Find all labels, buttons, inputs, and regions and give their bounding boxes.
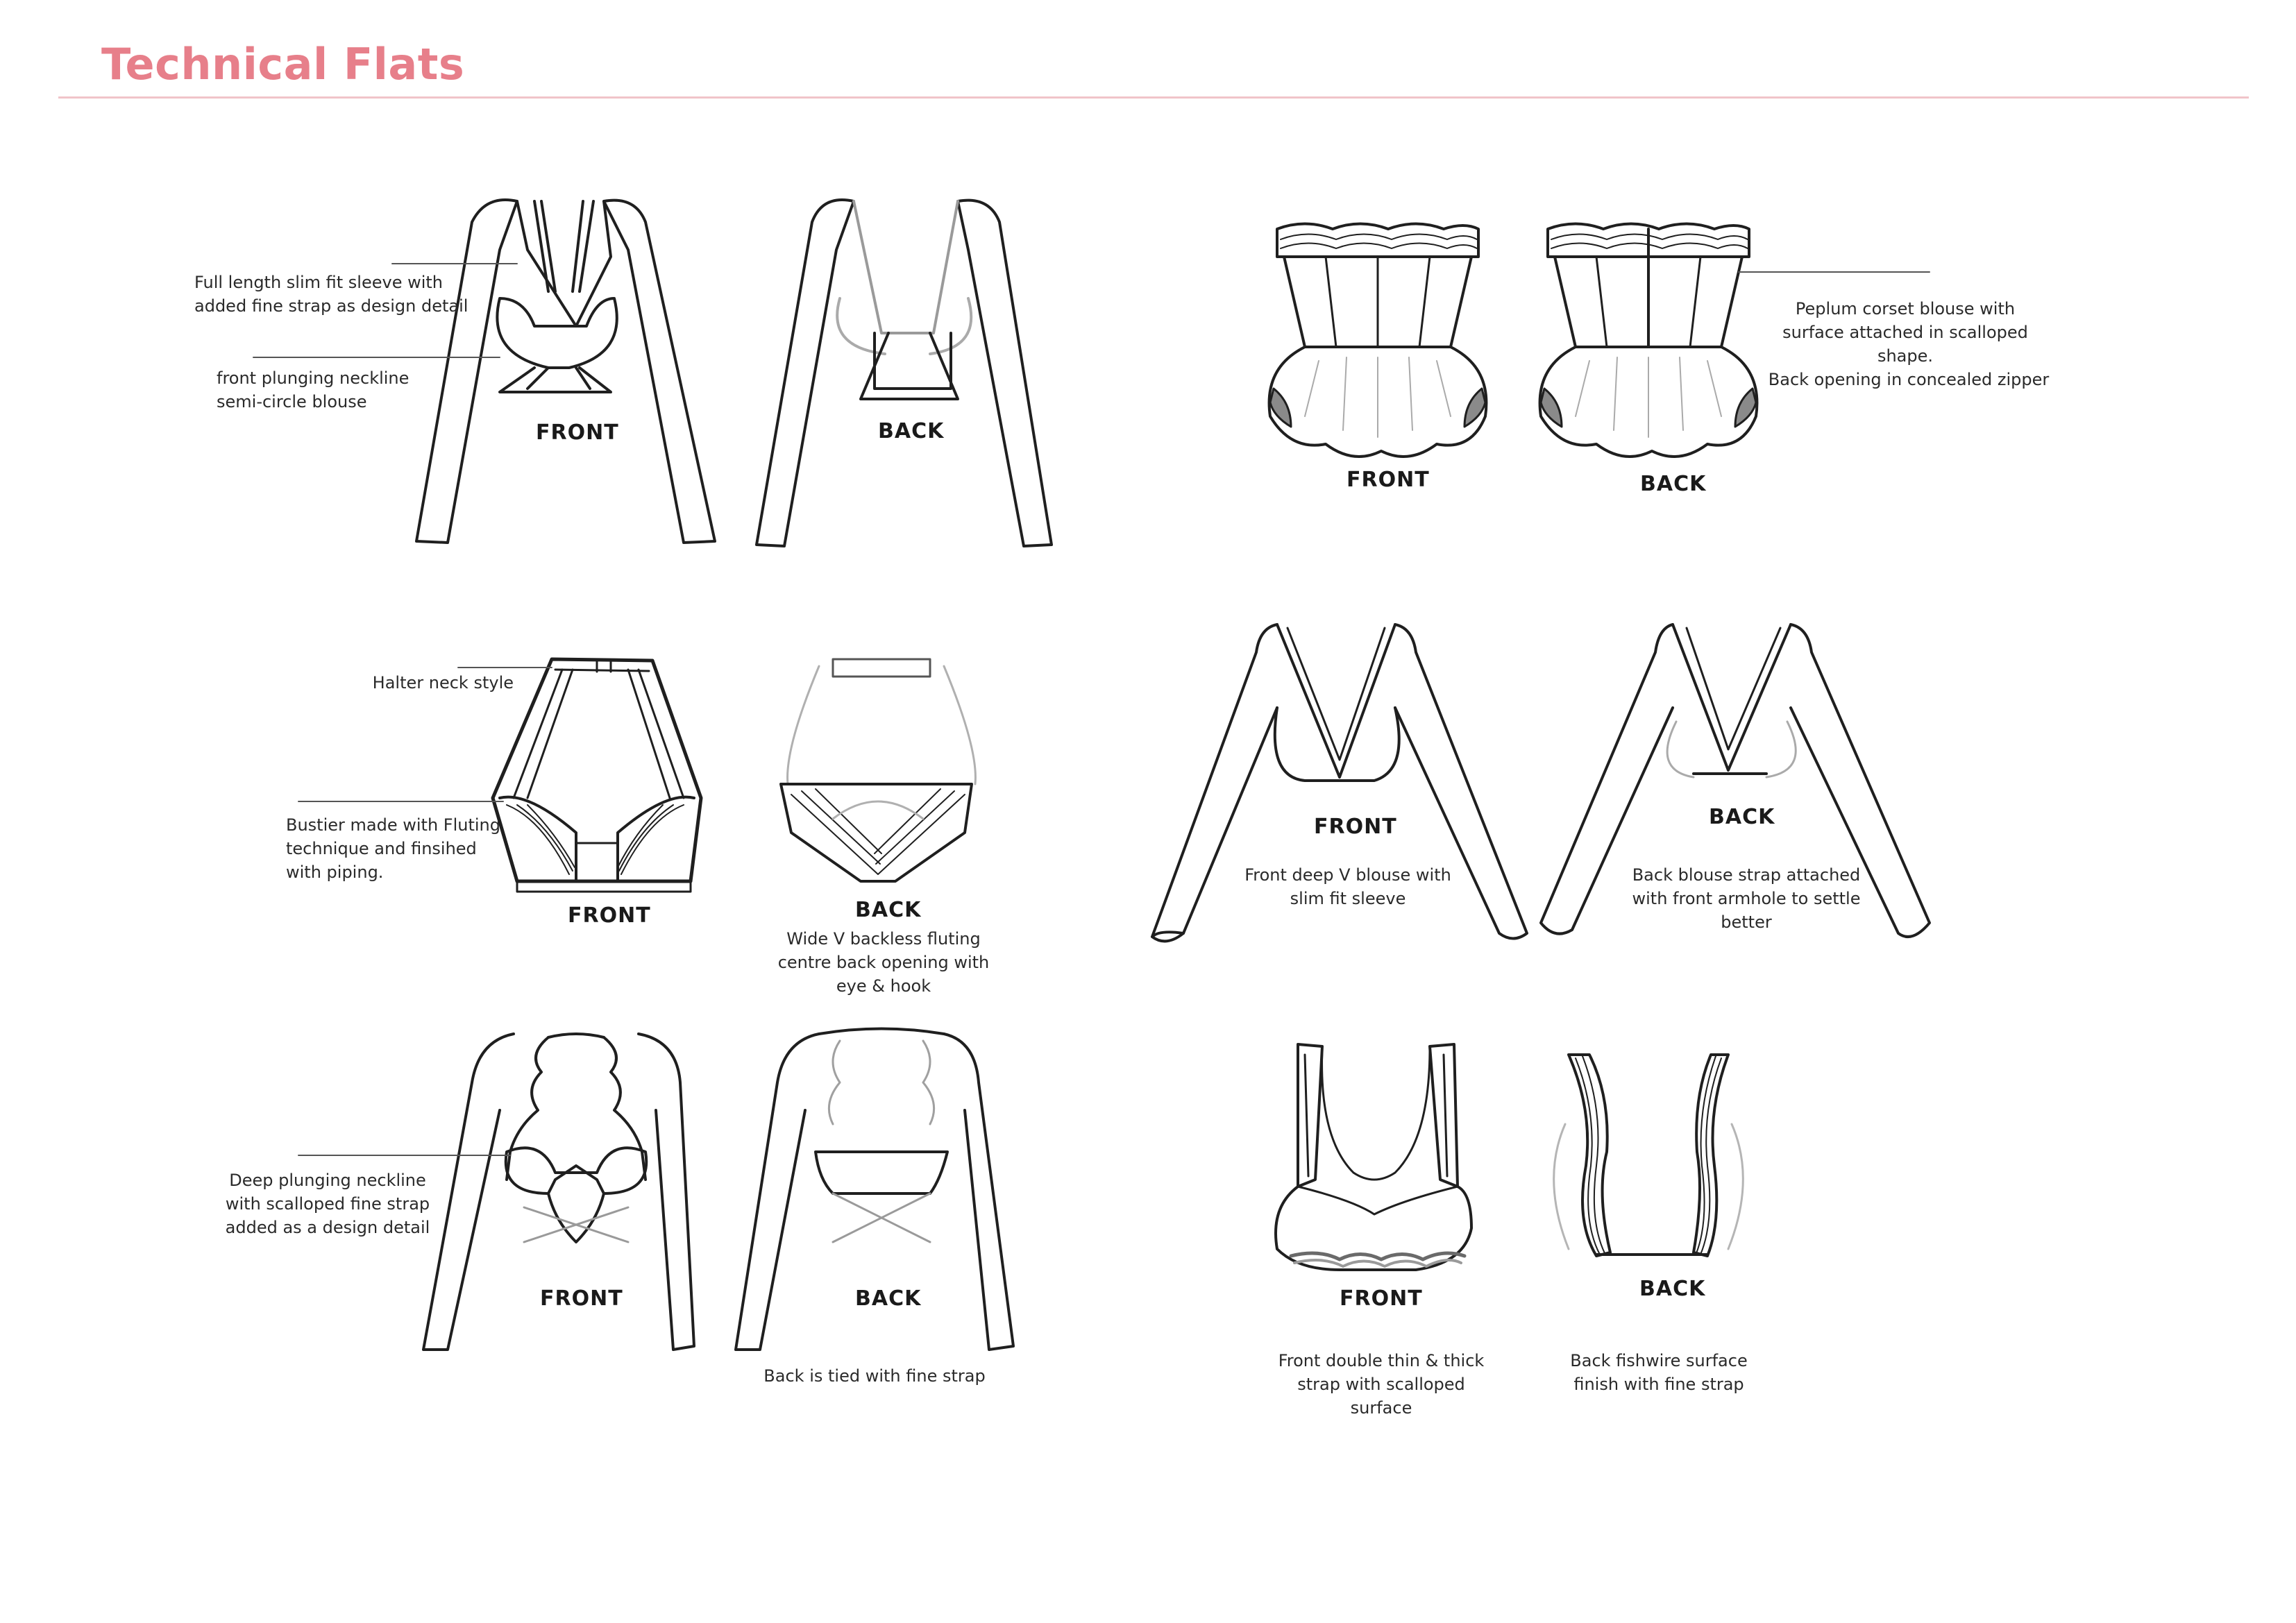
g4-note-back: Back opening in concealed zipper xyxy=(1768,370,2050,389)
sketch-g6-back xyxy=(1553,1053,1744,1257)
g3-note-back: Back is tied with fine strap xyxy=(763,1366,986,1386)
callout-lines xyxy=(253,263,1930,1156)
sketch-g1-front xyxy=(415,198,716,544)
g2-front-label: FRONT xyxy=(568,903,651,928)
g3-front-label: FRONT xyxy=(540,1286,623,1311)
g6-back-label: BACK xyxy=(1639,1277,1706,1301)
sketch-g2-back xyxy=(779,658,977,883)
g1-note-neckline: front plunging neckline semi-circle blou… xyxy=(217,368,410,411)
page-title: Technical Flats xyxy=(101,39,465,90)
g3-back-label: BACK xyxy=(855,1286,922,1311)
title-divider xyxy=(58,96,2249,99)
g1-note-sleeve: Full length slim fit sleeve with added f… xyxy=(194,273,469,316)
sketch-g2-front xyxy=(491,657,703,893)
sketch-g6-front xyxy=(1274,1043,1473,1271)
g2-note-halter: Halter neck style xyxy=(372,673,514,692)
g6-note-front: Front double thin & thick strap with sca… xyxy=(1278,1351,1485,1418)
g5-note-front: Front deep V blouse with slim fit sleeve xyxy=(1244,865,1451,908)
g5-front-label: FRONT xyxy=(1314,815,1397,839)
g1-back-label: BACK xyxy=(878,419,945,443)
g4-front-label: FRONT xyxy=(1347,468,1430,492)
g2-note-bustier: Bustier made with Fluting technique and … xyxy=(286,815,500,882)
sketch-g4-front xyxy=(1267,222,1488,458)
g1-front-label: FRONT xyxy=(536,420,619,445)
g2-note-back: Wide V backless fluting centre back open… xyxy=(777,929,990,996)
g4-note-front: Peplum corset blouse with surface attach… xyxy=(1782,299,2028,366)
g5-back-label: BACK xyxy=(1709,805,1775,829)
sketch-g1-back xyxy=(755,198,1053,547)
sketch-g4-back xyxy=(1538,222,1759,458)
g2-back-label: BACK xyxy=(855,898,922,922)
sketch-g3-back xyxy=(734,1027,1015,1351)
sketch-g5-front xyxy=(1151,623,1528,943)
sketch-g5-back xyxy=(1539,623,1931,938)
g5-note-back: Back blouse strap attached with front ar… xyxy=(1632,865,1861,932)
g4-back-label: BACK xyxy=(1640,472,1707,496)
g6-front-label: FRONT xyxy=(1340,1286,1423,1311)
g6-note-back: Back fishwire surface finish with fine s… xyxy=(1570,1351,1748,1394)
sketch-g3-front xyxy=(422,1033,695,1351)
g3-note-front: Deep plunging neckline with scalloped fi… xyxy=(225,1171,430,1237)
